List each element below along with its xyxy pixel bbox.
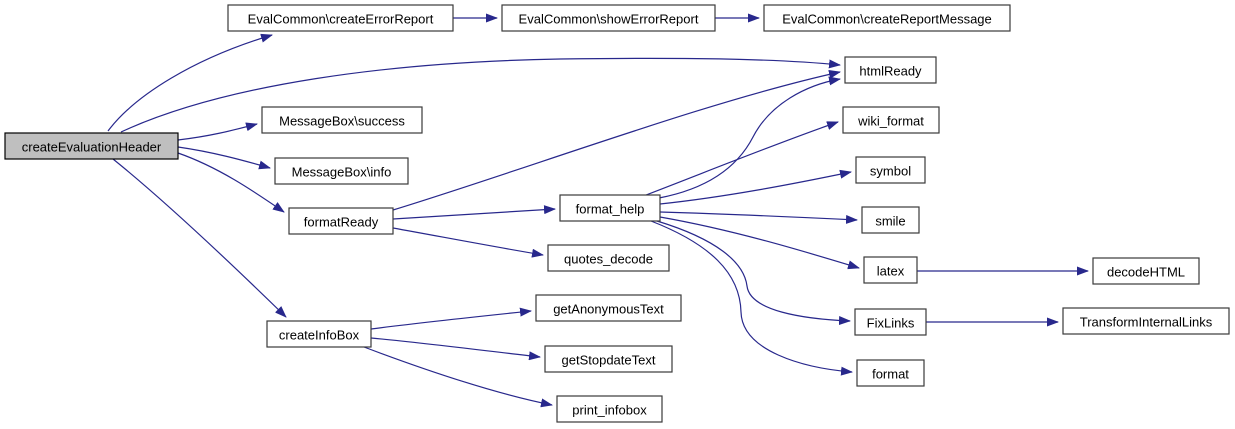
node-box-eval-common-create-report-message (763, 4, 1011, 32)
node-label-wiki-format: wiki_format (857, 114, 924, 129)
node-label-latex: latex (877, 264, 905, 279)
node-box-quotes-decode (547, 244, 670, 272)
node-label-eval-common-create-report-message: EvalCommon\createReportMessage (782, 12, 992, 27)
node-quotes-decode[interactable]: quotes_decode (547, 244, 670, 272)
node-symbol[interactable]: symbol (855, 156, 926, 184)
node-box-html-ready (844, 56, 937, 84)
node-label-fix-links: FixLinks (867, 316, 915, 331)
node-label-format: format (872, 367, 909, 382)
node-get-stopdate-text[interactable]: getStopdateText (544, 345, 673, 373)
node-box-messagebox-success (261, 106, 423, 134)
node-eval-common-create-error-report[interactable]: EvalCommon\createErrorReport (227, 4, 454, 32)
edge-create-evaluation-header--format-ready (177, 152, 285, 213)
edge-create-info-box--get-stopdate-text (370, 337, 541, 361)
node-label-messagebox-info: MessageBox\info (292, 165, 392, 180)
node-box-messagebox-info (274, 157, 409, 185)
edge-format-help--fix-links (656, 220, 851, 326)
node-label-get-anonymous-text: getAnonymousText (553, 302, 664, 317)
node-format[interactable]: format (856, 359, 925, 387)
node-format-ready[interactable]: formatReady (288, 207, 394, 235)
node-smile[interactable]: smile (861, 206, 920, 234)
node-format-help[interactable]: format_help (559, 194, 661, 222)
node-print-infobox[interactable]: print_infobox (556, 395, 663, 423)
node-label-format-help: format_help (576, 202, 645, 217)
edge-format-ready--quotes-decode (392, 227, 544, 258)
edge-create-info-box--print-infobox (363, 346, 553, 408)
edge-format-ready--html-ready (392, 69, 841, 211)
node-box-transform-internal-links (1062, 307, 1230, 335)
node-messagebox-info[interactable]: MessageBox\info (274, 157, 409, 185)
node-label-symbol: symbol (870, 164, 911, 179)
node-get-anonymous-text[interactable]: getAnonymousText (535, 294, 682, 322)
node-wiki-format[interactable]: wiki_format (842, 106, 940, 134)
edge-create-evaluation-header--html-ready (120, 57, 841, 133)
node-latex[interactable]: latex (863, 256, 918, 284)
node-box-create-info-box (266, 320, 372, 348)
node-label-quotes-decode: quotes_decode (564, 252, 653, 267)
edge-format-help--html-ready (658, 76, 841, 199)
node-label-html-ready: htmlReady (859, 64, 922, 79)
node-box-fix-links (854, 308, 927, 336)
node-transform-internal-links[interactable]: TransformInternalLinks (1062, 307, 1230, 335)
node-box-format (856, 359, 925, 387)
node-label-eval-common-show-error-report: EvalCommon\showErrorReport (519, 12, 699, 27)
node-box-create-evaluation-header (4, 132, 179, 160)
node-eval-common-create-report-message[interactable]: EvalCommon\createReportMessage (763, 4, 1011, 32)
node-box-format-ready (288, 207, 394, 235)
node-box-format-help (559, 194, 661, 222)
edge-create-info-box--get-anonymous-text (370, 307, 532, 330)
edge-format-help--wiki-format (645, 121, 839, 196)
edge-format-help--smile (659, 211, 858, 224)
node-box-latex (863, 256, 918, 284)
edge-create-evaluation-header--create-info-box (112, 158, 287, 318)
node-create-info-box[interactable]: createInfoBox (266, 320, 372, 348)
edge-create-evaluation-header--messagebox-info (177, 146, 271, 170)
node-label-create-evaluation-header: createEvaluationHeader (22, 140, 162, 155)
edge-create-evaluation-header--messagebox-success (177, 122, 258, 141)
node-eval-common-show-error-report[interactable]: EvalCommon\showErrorReport (501, 4, 716, 32)
node-label-decode-html: decodeHTML (1107, 265, 1185, 280)
node-box-eval-common-show-error-report (501, 4, 716, 32)
edge-format-help--symbol (659, 169, 852, 205)
node-box-decode-html (1092, 257, 1200, 285)
node-html-ready[interactable]: htmlReady (844, 56, 937, 84)
node-box-wiki-format (842, 106, 940, 134)
node-label-create-info-box: createInfoBox (279, 328, 360, 343)
node-label-format-ready: formatReady (304, 215, 379, 230)
edge-create-evaluation-header--eval-common-create-error-report (107, 33, 273, 132)
node-box-symbol (855, 156, 926, 184)
node-create-evaluation-header[interactable]: createEvaluationHeader (4, 132, 179, 160)
edge-format-help--latex (659, 216, 860, 270)
node-label-smile: smile (875, 214, 905, 229)
node-box-print-infobox (556, 395, 663, 423)
edge-format-ready--format-help (392, 205, 556, 220)
edges-layer (107, 13, 1089, 408)
node-box-get-stopdate-text (544, 345, 673, 373)
node-decode-html[interactable]: decodeHTML (1092, 257, 1200, 285)
nodes-layer: createEvaluationHeader EvalCommon\createE… (4, 4, 1230, 423)
node-messagebox-success[interactable]: MessageBox\success (261, 106, 423, 134)
edge-format-help--format (650, 220, 853, 376)
node-label-messagebox-success: MessageBox\success (279, 114, 405, 129)
node-fix-links[interactable]: FixLinks (854, 308, 927, 336)
node-box-get-anonymous-text (535, 294, 682, 322)
node-label-get-stopdate-text: getStopdateText (562, 353, 656, 368)
node-box-eval-common-create-error-report (227, 4, 454, 32)
node-label-eval-common-create-error-report: EvalCommon\createErrorReport (248, 12, 434, 27)
node-box-smile (861, 206, 920, 234)
node-label-print-infobox: print_infobox (572, 403, 647, 418)
node-label-transform-internal-links: TransformInternalLinks (1080, 315, 1213, 330)
